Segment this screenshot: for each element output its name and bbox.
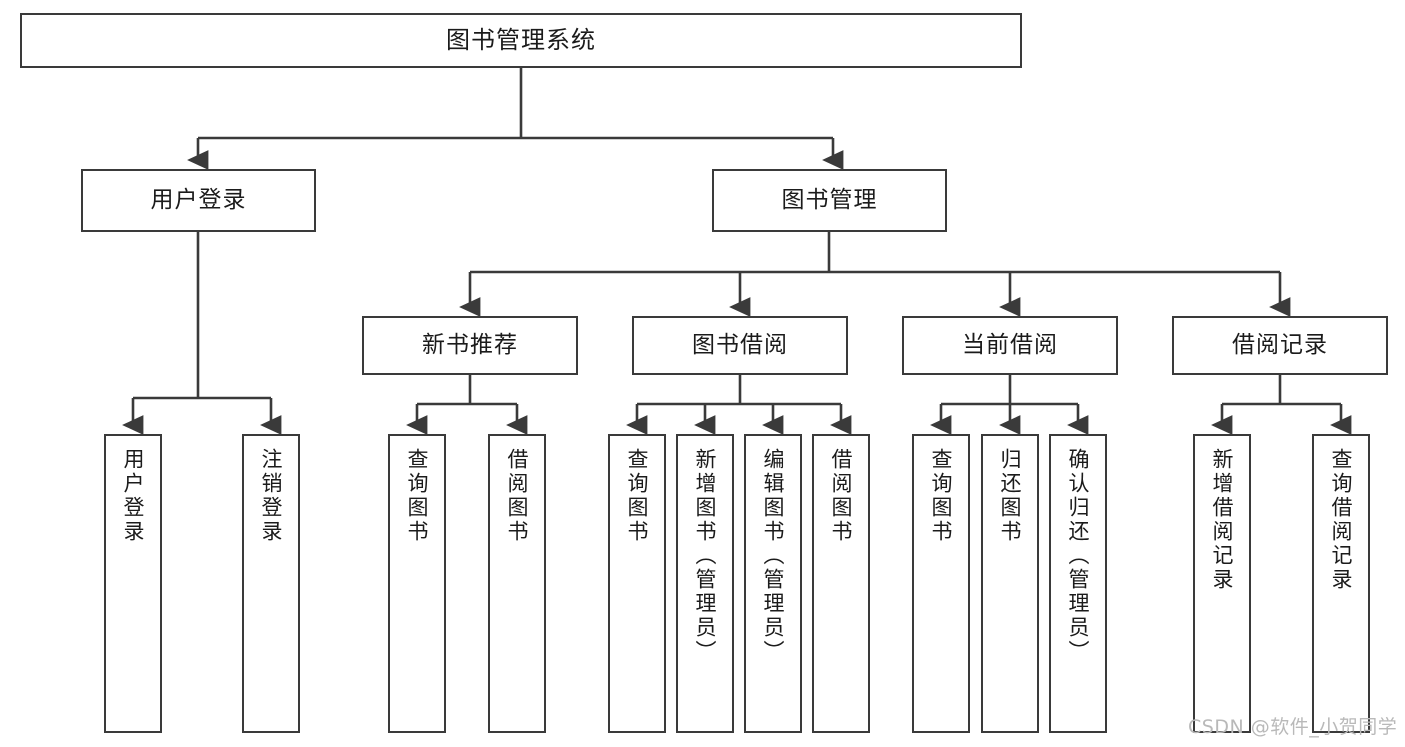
node-current-borrow[interactable]: 当前借阅 <box>902 316 1118 375</box>
node-label: 归还图书 <box>998 448 1023 544</box>
leaf-nb-borrow-book[interactable]: 借阅图书 <box>488 434 546 733</box>
node-label: 注销登录 <box>259 448 284 544</box>
node-book-management[interactable]: 图书管理 <box>712 169 947 232</box>
node-label: 查询图书 <box>625 448 650 544</box>
node-label: 用户登录 <box>121 448 146 544</box>
node-book-borrow[interactable]: 图书借阅 <box>632 316 848 375</box>
leaf-br-add-record[interactable]: 新增借阅记录 <box>1193 434 1251 733</box>
leaf-bb-add-book-admin[interactable]: 新增图书（管理员） <box>676 434 734 733</box>
node-label: 图书借阅 <box>692 331 788 358</box>
node-new-book-recommend[interactable]: 新书推荐 <box>362 316 578 375</box>
node-label: 图书管理 <box>781 186 878 213</box>
node-label: 查询图书 <box>405 448 430 544</box>
node-borrow-record[interactable]: 借阅记录 <box>1172 316 1388 375</box>
node-label: 借阅图书 <box>829 448 854 544</box>
leaf-bb-borrow-book[interactable]: 借阅图书 <box>812 434 870 733</box>
leaf-br-query-record[interactable]: 查询借阅记录 <box>1312 434 1370 733</box>
node-label: 新增借阅记录 <box>1210 448 1235 592</box>
node-label: 确认归还（管理员） <box>1066 448 1091 664</box>
node-label: 查询图书 <box>929 448 954 544</box>
node-label: 编辑图书（管理员） <box>761 448 786 664</box>
node-user-login[interactable]: 用户登录 <box>81 169 316 232</box>
node-label: 新增图书（管理员） <box>693 448 718 664</box>
leaf-bb-query-book[interactable]: 查询图书 <box>608 434 666 733</box>
node-label: 查询借阅记录 <box>1329 448 1354 592</box>
node-label: 当前借阅 <box>962 331 1058 358</box>
node-label: 新书推荐 <box>422 331 518 358</box>
leaf-bb-edit-book-admin[interactable]: 编辑图书（管理员） <box>744 434 802 733</box>
leaf-cb-query-book[interactable]: 查询图书 <box>912 434 970 733</box>
leaf-cb-return-book[interactable]: 归还图书 <box>981 434 1039 733</box>
node-root-system[interactable]: 图书管理系统 <box>20 13 1022 68</box>
node-label: 图书管理系统 <box>446 26 596 55</box>
leaf-user-login[interactable]: 用户登录 <box>104 434 162 733</box>
node-label: 借阅记录 <box>1232 331 1328 358</box>
leaf-nb-query-book[interactable]: 查询图书 <box>388 434 446 733</box>
csdn-watermark: CSDN @软件_小贺同学 <box>1188 716 1398 738</box>
leaf-cb-confirm-return-admin[interactable]: 确认归还（管理员） <box>1049 434 1107 733</box>
leaf-logout[interactable]: 注销登录 <box>242 434 300 733</box>
node-label: 用户登录 <box>150 186 247 213</box>
node-label: 借阅图书 <box>505 448 530 544</box>
